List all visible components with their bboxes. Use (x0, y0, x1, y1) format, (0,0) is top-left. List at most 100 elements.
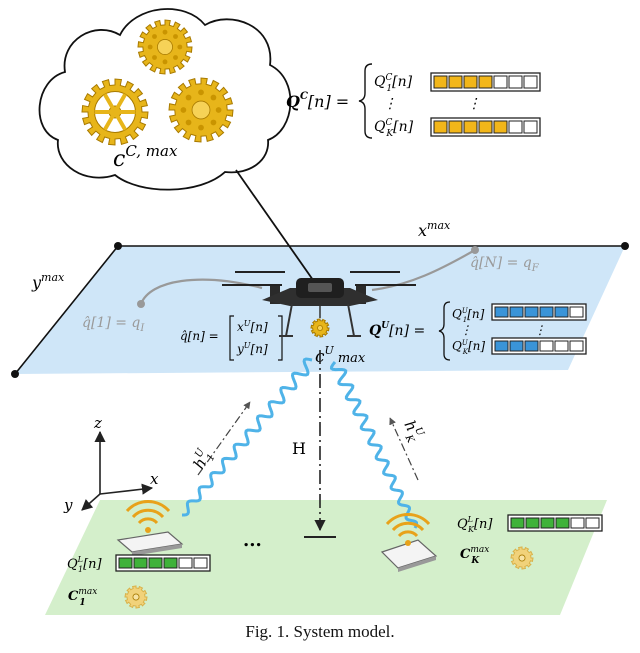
trajectory-end-point (471, 246, 479, 254)
plane-corner-dot (11, 370, 19, 378)
queue-slot (569, 340, 584, 352)
gear-icon (137, 19, 193, 75)
svg-text:QU1[n]: QU1[n] (452, 307, 485, 324)
queue-slot (554, 340, 569, 352)
queue-slot (570, 517, 585, 529)
queue-slot (525, 517, 540, 529)
queue-slot (463, 75, 478, 89)
queue-slot (508, 120, 523, 134)
trajectory-start-point (137, 300, 145, 308)
uav-position-equation: q̂[n] = xU[n] yU[n] (180, 315, 283, 361)
drone-icon (222, 271, 416, 337)
figure-caption: Fig. 1. System model. (245, 622, 395, 641)
uav-gear-icon (310, 318, 330, 338)
svg-text:yU[n]: yU[n] (236, 341, 268, 356)
queue-slot (555, 517, 570, 529)
userK-queue-bar (507, 514, 603, 532)
queue-slot (478, 75, 493, 89)
queue-slot (494, 306, 509, 318)
channel-label-1: hU1 (189, 446, 218, 473)
y-max-label: ymax (31, 271, 65, 292)
svg-text:z: z (93, 414, 102, 432)
queue-slot (448, 120, 463, 134)
ground-ellipsis: ... (243, 530, 262, 551)
svg-text:⋮: ⋮ (534, 323, 546, 337)
plane-corner-dot (114, 242, 122, 250)
signal-wave-user1 (182, 357, 313, 517)
channel-label-k: hUK (397, 417, 427, 446)
cloud-capacity-label: cC, max (113, 142, 178, 172)
userK-device-icon (380, 513, 438, 572)
svg-text:q̂[n] =: q̂[n] = (180, 329, 219, 343)
signal-wave-userK (329, 361, 419, 529)
queue-slot (493, 75, 508, 89)
svg-text:x: x (150, 470, 159, 488)
queue-slot (133, 557, 148, 569)
queue-slot (523, 120, 538, 134)
trajectory-start-label: q̂[1] = qI (82, 315, 145, 334)
svg-text:QC1[n]: QC1[n] (374, 73, 413, 94)
queue-slot (508, 75, 523, 89)
queue-slot (118, 557, 133, 569)
queue-slot (433, 75, 448, 89)
cloud-server (38, 8, 292, 191)
plane-corner-dot (621, 242, 629, 250)
cloud-queue-bar-k (430, 117, 541, 137)
uav-plane-left-edge (14, 245, 119, 375)
svg-text:⋮: ⋮ (467, 96, 481, 112)
svg-text:y: y (63, 496, 73, 514)
coordinate-axes: z x y (63, 414, 159, 514)
queue-slot (524, 340, 539, 352)
cloud-uav-link (235, 169, 321, 291)
channel-arrow-k (389, 417, 419, 481)
svg-text:QL1[n]: QL1[n] (67, 555, 103, 574)
ground-plane (45, 500, 607, 615)
cloud-queue-bar-1 (430, 72, 541, 92)
queue-slot (478, 120, 493, 134)
queue-slot (463, 120, 478, 134)
uav-trajectory (139, 249, 476, 305)
queue-slot (569, 306, 584, 318)
svg-text:QCK[n]: QCK[n] (374, 118, 414, 139)
queue-slot (163, 557, 178, 569)
svg-text:xU[n]: xU[n] (237, 319, 268, 334)
queue-slot (554, 306, 569, 318)
height-label: H (292, 439, 306, 458)
queue-slot (494, 340, 509, 352)
svg-text:QUK[n]: QUK[n] (452, 339, 485, 356)
svg-text:⋮: ⋮ (460, 323, 472, 337)
queue-slot (523, 75, 538, 89)
userK-gear-icon (510, 546, 534, 570)
queue-slot (178, 557, 193, 569)
svg-text:QC[n] =: QC[n] = (286, 91, 349, 111)
queue-slot (510, 517, 525, 529)
queue-slot (509, 306, 524, 318)
channel-arrow-1 (197, 401, 251, 476)
user1-queue-bar (115, 554, 211, 572)
gear-icon (81, 78, 149, 146)
trajectory-end-label: q̂[N] = qF (470, 255, 540, 274)
svg-text:QLK[n]: QLK[n] (457, 515, 493, 534)
queue-slot (148, 557, 163, 569)
user1-device-icon (116, 500, 184, 556)
queue-slot (433, 120, 448, 134)
svg-text:⋮: ⋮ (383, 96, 397, 112)
svg-text:QU[n] =: QU[n] = (369, 321, 425, 339)
gear-icon (168, 77, 234, 143)
queue-slot (539, 340, 554, 352)
user1-gear-icon (124, 585, 148, 609)
queue-slot (539, 306, 554, 318)
queue-slot (540, 517, 555, 529)
x-max-label: xmax (418, 219, 451, 240)
queue-slot (509, 340, 524, 352)
queue-slot (448, 75, 463, 89)
queue-slot (493, 120, 508, 134)
uav-queue-bar-1 (491, 303, 587, 321)
queue-slot (524, 306, 539, 318)
